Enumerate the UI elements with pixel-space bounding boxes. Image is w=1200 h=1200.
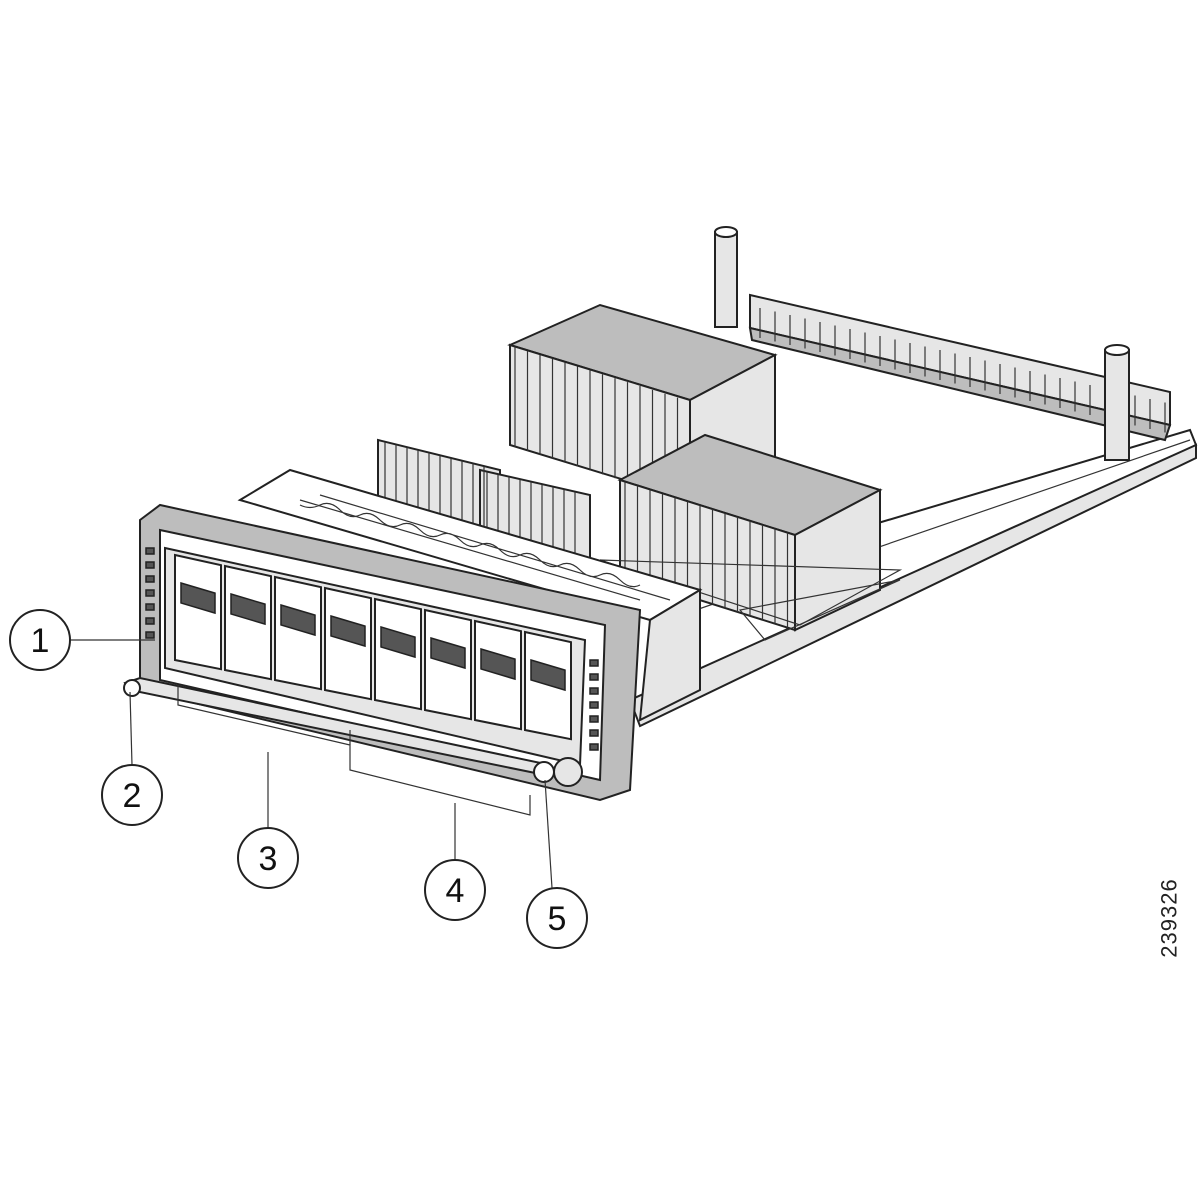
vent-slot bbox=[589, 715, 599, 723]
figure-number: 239326 bbox=[1156, 878, 1182, 958]
port-latch bbox=[180, 581, 216, 615]
sfp-port bbox=[474, 619, 522, 731]
vent-slot bbox=[589, 743, 599, 751]
vent-slot bbox=[589, 701, 599, 709]
vent-slot bbox=[145, 589, 155, 597]
vent-slot bbox=[145, 631, 155, 639]
circuit-board bbox=[618, 428, 1198, 728]
callout-4-label: 4 bbox=[446, 872, 465, 910]
vent-slot bbox=[145, 617, 155, 625]
port-latch bbox=[480, 647, 516, 681]
backplane-connector bbox=[748, 293, 1172, 442]
callout-1-label: 1 bbox=[31, 622, 50, 660]
sfp-port bbox=[324, 586, 372, 701]
callout-4: 4 bbox=[424, 859, 486, 921]
vent-slot bbox=[589, 729, 599, 737]
front-panel bbox=[139, 503, 642, 802]
port-latch bbox=[530, 658, 566, 692]
vent-slot bbox=[589, 659, 599, 667]
callout-5-label: 5 bbox=[548, 900, 567, 938]
standoff-right bbox=[1104, 344, 1130, 461]
vent-slot bbox=[589, 673, 599, 681]
sfp-port bbox=[274, 575, 322, 691]
captive-screw bbox=[533, 757, 583, 787]
port-latch bbox=[280, 603, 316, 637]
port-latch bbox=[430, 636, 466, 670]
sfp-port bbox=[224, 564, 272, 681]
sfp-port bbox=[424, 608, 472, 721]
callout-2: 2 bbox=[101, 764, 163, 826]
vent-slot bbox=[145, 575, 155, 583]
port-latch bbox=[230, 592, 266, 626]
port-latch bbox=[380, 625, 416, 659]
vent-slot bbox=[589, 687, 599, 695]
callout-2-label: 2 bbox=[123, 777, 142, 815]
port-latch bbox=[330, 614, 366, 648]
sfp-port bbox=[374, 597, 422, 711]
callout-1: 1 bbox=[9, 609, 71, 671]
sfp-cage bbox=[237, 468, 703, 722]
callout-3-label: 3 bbox=[259, 840, 278, 878]
sfp-port bbox=[174, 553, 222, 671]
vent-slot bbox=[145, 603, 155, 611]
vent-slot bbox=[145, 547, 155, 555]
standoff-left bbox=[714, 226, 738, 328]
callout-brackets bbox=[70, 639, 553, 889]
heatsink-2 bbox=[599, 433, 903, 641]
callout-3: 3 bbox=[237, 827, 299, 889]
callout-5: 5 bbox=[526, 887, 588, 949]
vent-slot bbox=[145, 561, 155, 569]
